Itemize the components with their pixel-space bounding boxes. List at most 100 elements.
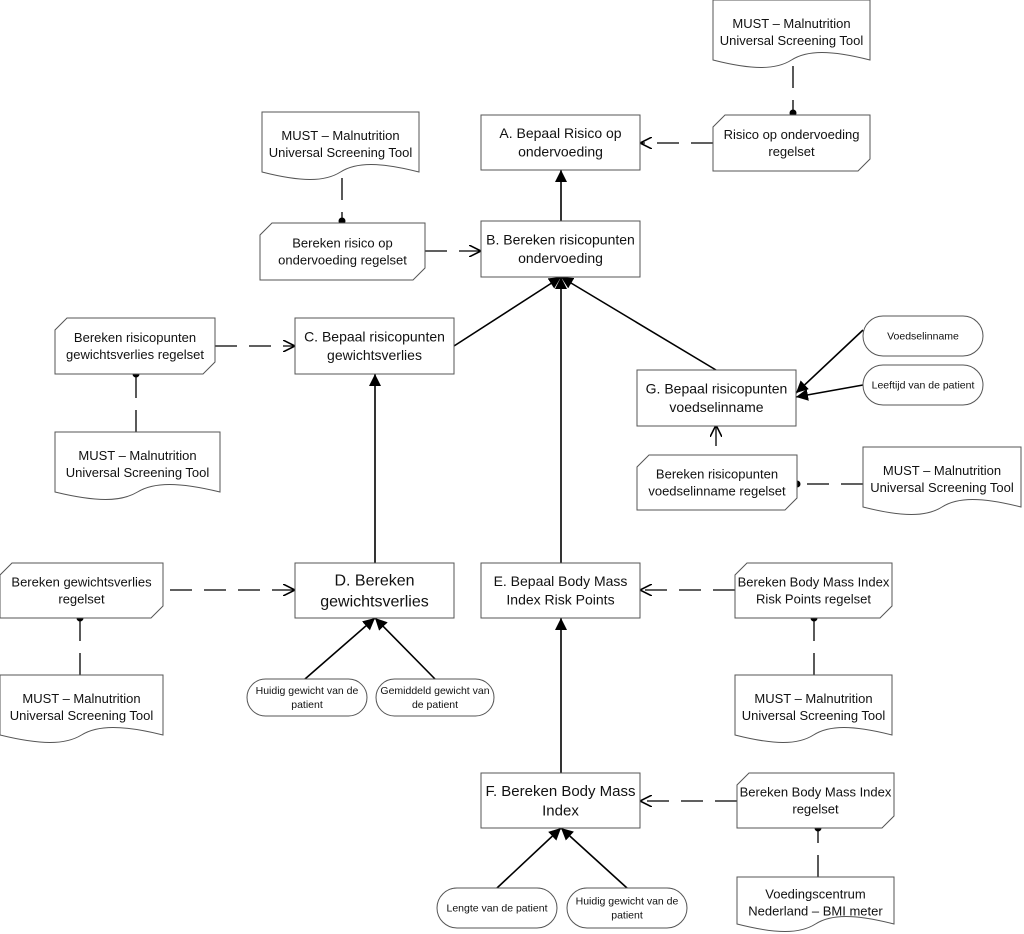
source-must-c-label-line: Universal Screening Tool (66, 465, 210, 480)
knowledge-b-label-line: Bereken risico op (292, 236, 392, 251)
input-lengte-shape (436, 887, 558, 929)
association-bmi (814, 824, 822, 877)
association-must-g (793, 480, 863, 488)
input-gemiddeld-gewicht-label-line: de patient (412, 699, 458, 711)
decision-f-label-line: Index (542, 803, 579, 820)
input-huidig-gewicht-label-line: patient (291, 699, 323, 711)
source-must-e-label-line: MUST – Malnutrition (754, 691, 872, 706)
source-must-d-label-line: MUST – Malnutrition (22, 691, 140, 706)
knowledge-e-label-line: Risk Points regelset (756, 592, 871, 607)
input-lengte[interactable]: Lengte van de patient (436, 887, 558, 929)
knowledge-c-label-line: Bereken risicopunten (74, 330, 196, 345)
knowledge-d-label-line: Bereken gewichtsverlies (11, 575, 152, 590)
knowledge-a-label: Risico op ondervoeding regelset (724, 127, 860, 159)
association-must-e (810, 614, 818, 675)
source-must-g-label-line: Universal Screening Tool (870, 480, 1014, 495)
source-bmi-label-line: Nederland – BMI meter (748, 904, 883, 919)
connections (76, 66, 864, 889)
knowledge-b-label-line: ondervoeding regelset (278, 253, 407, 268)
knowledge-a-label-line: regelset (768, 144, 815, 159)
decision-e-label-line: E. Bepaal Body Mass (494, 573, 628, 589)
decision-a-label-line: ondervoeding (518, 144, 603, 160)
knowledge-a[interactable]: Risico op ondervoeding regelset (712, 114, 871, 172)
source-must-b-shape (261, 111, 420, 180)
association-must-a (789, 66, 797, 117)
source-must-d-shape (0, 674, 164, 743)
knowledge-b[interactable]: Bereken risico op ondervoeding regelset (259, 222, 426, 281)
decision-f-label-line: F. Bereken Body Mass (485, 783, 635, 800)
input-voedselinname[interactable]: Voedselinname (862, 315, 984, 357)
requirement-voedselinname-to-g (795, 329, 864, 394)
decision-g-label-line: G. Bepaal risicopunten (646, 381, 788, 397)
source-must-e-label-line: Universal Screening Tool (742, 708, 886, 723)
decision-g-label: G. Bepaal risicopunten voedselinname (646, 381, 788, 415)
knowledge-a-label-line: Risico op ondervoeding (724, 127, 860, 142)
input-huidig-gewicht-2-label-line: patient (611, 910, 643, 922)
input-leeftijd-label-line: Leeftijd van de patient (872, 380, 975, 392)
decision-g-label-line: voedselinname (669, 399, 763, 415)
decision-b-box (480, 220, 641, 278)
decision-g-box (636, 369, 797, 427)
decision-e-box (480, 562, 641, 619)
decision-d-box (294, 562, 455, 619)
knowledge-e-label-line: Bereken Body Mass Index (738, 575, 890, 590)
input-leeftijd[interactable]: Leeftijd van de patient (862, 364, 984, 406)
source-must-e-shape (734, 674, 893, 743)
knowledge-d-shape (0, 562, 164, 619)
input-leeftijd-shape (862, 364, 984, 406)
knowledge-f-shape (736, 772, 895, 829)
decision-b-label-line: B. Bereken risicopunten (486, 232, 635, 248)
decision-c-box (294, 317, 455, 375)
source-must-a-label-line: Universal Screening Tool (720, 33, 864, 48)
decision-c-label-line: gewichtsverlies (327, 347, 422, 363)
source-bmi-shape (736, 876, 895, 932)
knowledge-a-shape (712, 114, 871, 172)
decision-f-box (480, 772, 641, 829)
decision-g[interactable]: G. Bepaal risicopunten voedselinname (636, 369, 797, 427)
input-gemiddeld-gewicht-shape (375, 678, 495, 717)
decision-d-label-line: D. Bereken (334, 573, 414, 590)
source-bmi-label-line: Voedingscentrum (765, 887, 865, 902)
source-must-c-label-line: MUST – Malnutrition (78, 448, 196, 463)
knowledge-b-label: Bereken risico op ondervoeding regelset (278, 236, 407, 268)
requirement-g-to-b (560, 276, 717, 371)
knowledge-c-shape (54, 317, 216, 375)
source-must-g-label-line: MUST – Malnutrition (883, 463, 1001, 478)
